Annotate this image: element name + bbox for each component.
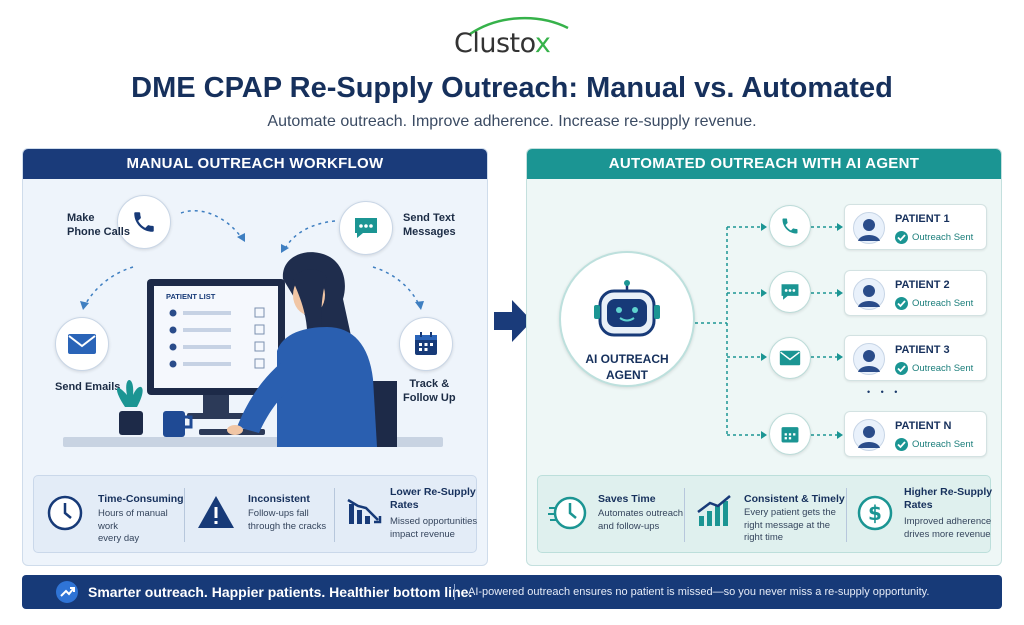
- checkmark-icon: [895, 362, 908, 375]
- stat-divider: [684, 488, 685, 542]
- checkmark-icon: [895, 231, 908, 244]
- desk-scene: [63, 252, 443, 447]
- stat-divider: [846, 488, 847, 542]
- rising-chart-icon: [697, 495, 731, 526]
- phone-call-step: [117, 195, 171, 249]
- clock-icon: [548, 496, 587, 530]
- envelope-icon: [779, 350, 801, 366]
- footer-divider: [454, 584, 455, 600]
- avatar: [853, 343, 885, 375]
- patient-card: PATIENT 3 Outreach Sent: [844, 335, 987, 381]
- email-step: [55, 317, 109, 371]
- trend-up-icon: [56, 581, 78, 603]
- automated-panel-heading: AUTOMATED OUTREACH WITH AI AGENT: [527, 149, 1001, 179]
- envelope-icon: [68, 334, 96, 354]
- logo-swoosh: [469, 16, 569, 36]
- page-title: DME CPAP Re-Supply Outreach: Manual vs. …: [131, 72, 893, 104]
- robot-icon: [594, 280, 660, 337]
- warning-icon: [198, 496, 234, 528]
- stat-divider: [334, 488, 335, 542]
- patient-card: PATIENT 1 Outreach Sent: [844, 204, 987, 250]
- patient-card: PATIENT N Outreach Sent: [844, 411, 987, 457]
- track-label: Track &Follow Up: [403, 378, 456, 404]
- ai-agent-hub: [559, 251, 695, 387]
- footer-detail: AI-powered outreach ensures no patient i…: [468, 586, 930, 598]
- channel-email: [769, 337, 811, 379]
- transition-arrow-icon: [494, 300, 532, 342]
- logo-wordmark: Clustox: [454, 28, 551, 59]
- footer-banner: Smarter outreach. Happier patients. Heal…: [22, 575, 1002, 609]
- calendar-icon: [415, 332, 437, 355]
- automated-connectors: [695, 223, 843, 439]
- stat-consistent: Consistent & Timely Every patient gets t…: [696, 476, 846, 554]
- checkmark-icon: [895, 438, 908, 451]
- manual-panel-heading: MANUAL OUTREACH WORKFLOW: [23, 149, 487, 179]
- chat-bubble-icon: [355, 218, 377, 238]
- track-step: [399, 317, 453, 371]
- channel-phone: [769, 205, 811, 247]
- more-patients-ellipsis: • • •: [867, 387, 902, 397]
- brand-logo: Clustox: [440, 14, 590, 64]
- avatar: [853, 419, 885, 451]
- clock-icon: [47, 495, 83, 531]
- svg-text:$: $: [868, 501, 882, 525]
- stat-divider: [184, 488, 185, 542]
- user-icon: [858, 285, 880, 307]
- footer-tagline: Smarter outreach. Happier patients. Heal…: [88, 584, 473, 600]
- email-label: Send Emails: [55, 381, 121, 393]
- user-icon: [858, 219, 880, 241]
- chat-bubble-icon: [781, 284, 799, 300]
- channel-text: [769, 271, 811, 313]
- user-icon: [858, 350, 880, 372]
- dollar-icon: $: [857, 495, 893, 531]
- manual-connectors: [80, 209, 424, 310]
- page-subtitle: Automate outreach. Improve adherence. In…: [267, 113, 757, 130]
- phone-icon: [782, 218, 798, 234]
- avatar: [853, 278, 885, 310]
- patient-list-label: PATIENT LIST: [166, 292, 216, 301]
- channel-calendar: [769, 413, 811, 455]
- avatar: [853, 212, 885, 244]
- user-icon: [858, 426, 880, 448]
- patient-card: PATIENT 2 Outreach Sent: [844, 270, 987, 316]
- automated-panel: AUTOMATED OUTREACH WITH AI AGENT AI OUTR…: [526, 148, 1002, 566]
- calendar-icon: [781, 427, 799, 443]
- checkmark-icon: [895, 297, 908, 310]
- text-message-step: [339, 201, 393, 255]
- phone-icon: [134, 212, 154, 232]
- declining-chart-icon: [347, 498, 382, 524]
